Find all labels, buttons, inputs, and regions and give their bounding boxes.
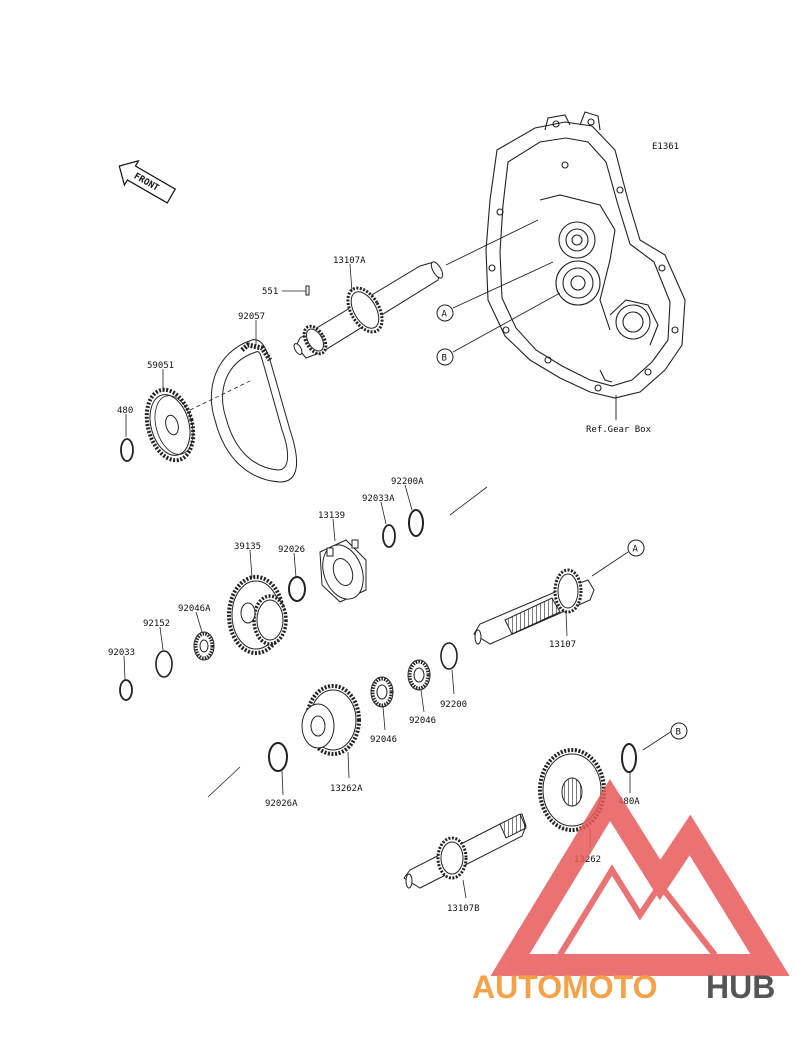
part-label-92026a: 92026A [265, 799, 298, 809]
hub-13139 [319, 539, 367, 603]
part-label-92200a: 92200A [391, 477, 424, 487]
gear-13262 [538, 748, 606, 832]
part-label-92026: 92026 [278, 545, 305, 555]
gear-small-13107A [302, 324, 328, 356]
part-label-59051: 59051 [147, 361, 174, 371]
ring-480A [621, 743, 637, 773]
part-label-13107b: 13107B [447, 904, 480, 914]
part-label-13262a: 13262A [330, 784, 363, 794]
callout-B-top: B [436, 348, 454, 366]
callout-A-mid: A [627, 539, 645, 557]
sprocket-59051 [144, 387, 196, 463]
gear-box-case [485, 111, 686, 399]
part-label-92200: 92200 [440, 700, 467, 710]
callout-A-top-text: A [442, 310, 448, 320]
axis-line-top [449, 486, 488, 516]
watermark-text-1: AUTOMOTO [472, 969, 657, 1005]
washer-92200A [408, 509, 424, 537]
callout-B-bottom: B [670, 722, 688, 740]
washer-92026A [268, 742, 288, 772]
bearing-92046-left [370, 676, 394, 708]
part-label-92033: 92033 [108, 648, 135, 658]
chain-92057 [210, 339, 298, 483]
part-label-92152: 92152 [143, 619, 170, 629]
gear-13262A [301, 684, 361, 756]
part-label-551: 551 [262, 287, 278, 297]
part-label-13139: 13139 [318, 511, 345, 521]
part-label-13107a: 13107A [333, 256, 366, 266]
diagram-code: E1361 [652, 142, 679, 152]
shaft-13107A [293, 261, 444, 359]
callout-B-bottom-text: B [676, 728, 681, 738]
ref-gear-box-label: Ref.Gear Box [586, 425, 652, 435]
axis-line-bottom [207, 766, 241, 798]
part-label-92046: 92046 [370, 735, 397, 745]
part-label-92046a: 92046A [178, 604, 211, 614]
case-leaders [445, 219, 617, 420]
washer-92026 [288, 576, 306, 602]
part-label-480: 480 [117, 406, 133, 416]
gear-39135 [227, 575, 288, 655]
leader-A2 [591, 551, 629, 577]
front-arrow: FRONT [118, 159, 177, 204]
key-551 [305, 285, 310, 296]
shaft-13107B [403, 813, 527, 889]
washer-92152 [155, 650, 173, 678]
watermark-text-2: HUB [706, 969, 775, 1005]
washer-92200 [440, 642, 458, 670]
ring-480 [120, 438, 134, 462]
part-label-92033a: 92033A [362, 494, 395, 504]
leader-B2 [642, 730, 673, 751]
part-label-39135: 39135 [234, 542, 261, 552]
part-labels: 13107A551920575905148092200A92033A131393… [108, 256, 640, 914]
part-label-13107: 13107 [549, 640, 576, 650]
bearing-92046-right [407, 659, 431, 691]
callout-B-top-text: B [442, 354, 447, 364]
part-label-92046: 92046 [409, 716, 436, 726]
part-label-13262: 13262 [574, 855, 601, 865]
gear-13107A [346, 286, 384, 334]
circlip-92033 [119, 679, 133, 701]
watermark-logo [490, 779, 790, 976]
part-label-92057: 92057 [238, 312, 265, 322]
bearing-92046A [193, 631, 215, 661]
callout-A-top: A [436, 304, 454, 322]
circlip-92033A [382, 524, 396, 548]
callout-A-mid-text: A [633, 545, 639, 555]
label-leaders [123, 263, 631, 899]
shaft-13107 [473, 568, 595, 645]
part-label-480a: 480A [618, 797, 640, 807]
